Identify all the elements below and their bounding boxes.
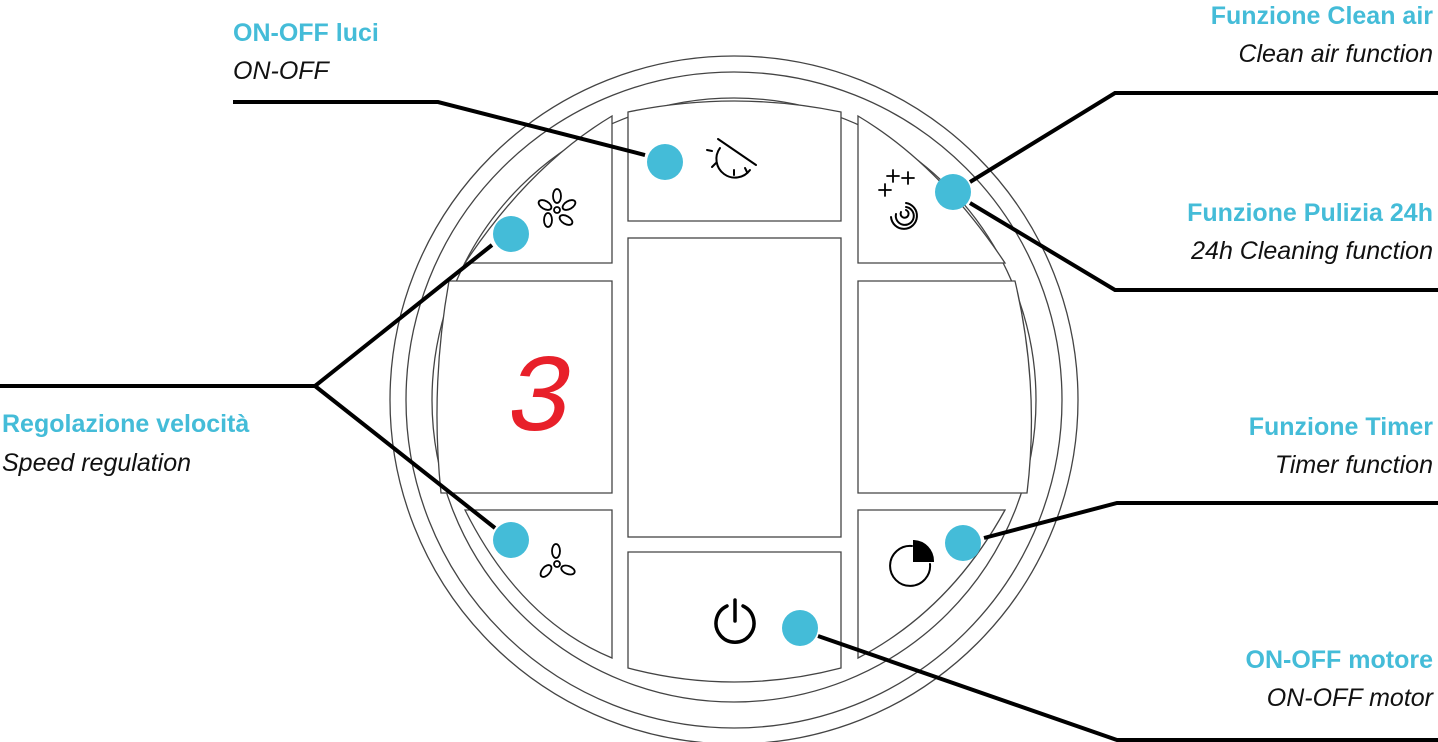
speed-subtitle: Speed regulation bbox=[2, 449, 192, 477]
leader-speed bbox=[0, 243, 494, 388]
lights-title: ON-OFF luci bbox=[233, 19, 379, 47]
bezel bbox=[389, 55, 1079, 742]
dot-fan-down bbox=[493, 522, 529, 558]
inner-ring bbox=[431, 97, 1037, 703]
light-off-icon bbox=[706, 138, 757, 179]
dot-fan-up bbox=[493, 216, 529, 252]
leader-timer bbox=[983, 501, 1438, 540]
clean-air-title: Funzione Clean air bbox=[1210, 2, 1433, 30]
dot-lights bbox=[647, 144, 683, 180]
dot-motor bbox=[782, 610, 818, 646]
leader-motor bbox=[817, 634, 1438, 742]
outer-ring bbox=[389, 55, 1079, 742]
leader-clean-air bbox=[968, 91, 1438, 184]
dot-clean-air bbox=[935, 174, 971, 210]
timer-title: Funzione Timer bbox=[1248, 413, 1433, 441]
right-panel bbox=[857, 280, 1033, 494]
speed-level-digit: 3 bbox=[507, 339, 573, 464]
leader-lines bbox=[0, 91, 1438, 742]
cleaning-title: Funzione Pulizia 24h bbox=[1187, 199, 1433, 227]
leader-speed-low bbox=[313, 384, 497, 530]
leader-lights bbox=[233, 100, 646, 157]
motor-subtitle: ON-OFF motor bbox=[1266, 684, 1433, 712]
callout-dots bbox=[493, 144, 981, 646]
panels bbox=[436, 100, 1033, 683]
motor-title: ON-OFF motore bbox=[1245, 646, 1434, 674]
center-panel bbox=[627, 237, 842, 538]
fan-up-button[interactable] bbox=[463, 114, 613, 264]
middle-ring bbox=[405, 71, 1063, 729]
leader-cleaning bbox=[968, 201, 1438, 292]
fan-down-button[interactable] bbox=[463, 509, 613, 659]
fan-low-icon bbox=[539, 543, 576, 578]
display-panel bbox=[436, 280, 613, 494]
cleaning-subtitle: 24h Cleaning function bbox=[1191, 237, 1433, 265]
fan-high-icon bbox=[537, 188, 577, 228]
timer-icon bbox=[889, 539, 935, 587]
power-icon bbox=[714, 598, 756, 644]
clean-air-icon bbox=[878, 169, 918, 230]
light-button[interactable] bbox=[627, 100, 842, 222]
lights-subtitle: ON-OFF bbox=[233, 57, 329, 85]
timer-button[interactable] bbox=[857, 509, 1007, 660]
clean-air-subtitle: Clean air function bbox=[1238, 40, 1433, 68]
dot-timer bbox=[945, 525, 981, 561]
speed-title: Regolazione velocità bbox=[2, 410, 250, 438]
timer-subtitle: Timer function bbox=[1274, 451, 1433, 479]
